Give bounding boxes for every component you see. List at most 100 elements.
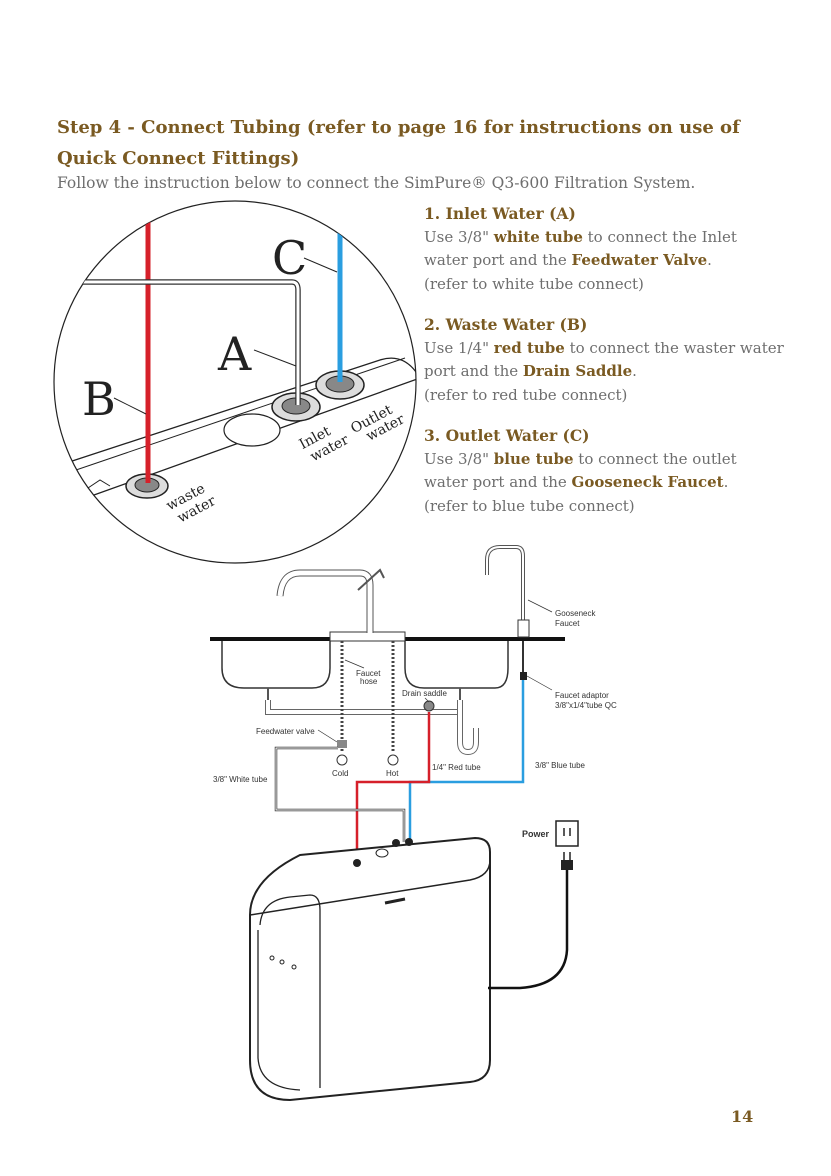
step-title: 2. Waste Water (B) [424,315,588,334]
filter-unit [249,836,491,1102]
sink-bowl-left [221,641,331,689]
cold-valve [336,754,348,766]
closeup-circle [53,200,417,564]
drain-saddle [423,700,435,712]
step-text: to connect the waster water port and the [424,338,784,381]
label-faucet-hose-2: hose [360,677,378,686]
intro-text: Follow the instruction below to connect … [57,174,696,192]
power-outlet [555,820,579,847]
steps-list: 1. Inlet Water (A) Use 3/8" white tube t… [424,202,784,535]
step-heading: Step 4 - Connect Tubing (refer to page 1… [57,112,757,174]
housing-top-edge [59,357,416,501]
plug-prongs [563,852,571,860]
heading-reference-cont: Quick Connect Fittings) [57,148,300,169]
step-body: Use 3/8" blue tube to connect the outlet… [424,448,784,495]
filter-front-panel [259,894,321,1088]
step-outlet: 3. Outlet Water (C) Use 3/8" blue tube t… [424,424,784,518]
step-text: Use 3/8" [424,227,494,246]
step-text: . [707,251,712,269]
step-body: Use 1/4" red tube to connect the waster … [424,337,784,384]
target-name: Gooseneck Faucet [571,473,724,491]
label-gooseneck: Gooseneck [555,609,596,618]
unit-inlet-port [392,839,400,847]
hot-valve [387,754,399,766]
power-cord [488,870,569,990]
tube-name: red tube [493,338,565,357]
label-white-tube: 3/8" White tube [213,775,268,784]
step-ref: (refer to blue tube connect) [424,496,635,515]
filter-handle [384,897,406,905]
center-cap [223,413,281,447]
step-text: to connect the Inlet water port and the [424,227,737,270]
step-text: Use 3/8" [424,449,494,468]
label-faucet-adaptor: Faucet adaptor [555,691,609,700]
red-tube-line [355,712,431,858]
gooseneck-faucet [485,545,525,620]
step-text: to connect the outlet water port and the [424,449,737,492]
leader-a [253,349,297,367]
leader-hose [344,659,365,669]
heading-reference: (refer to page 16 for instructions on us… [306,117,740,138]
sink-bowl-right [404,641,509,689]
white-tube [60,280,300,405]
p-trap-inner [458,700,478,755]
heading-step-title: Step 4 - Connect Tubing [57,117,301,138]
power-plug [561,860,573,870]
sink-diagram: Gooseneck Faucet Faucet hose Drain saddl… [210,545,617,1102]
step-waste: 2. Waste Water (B) Use 1/4" red tube to … [424,313,784,407]
kitchen-faucet [276,569,374,633]
blue-tube-line [408,680,525,842]
target-name: Feedwater Valve [571,251,708,269]
label-drain-saddle: Drain saddle [402,689,447,698]
letter-a: A [217,327,252,381]
p-trap [457,700,479,756]
gooseneck-faucet-body [486,546,524,620]
label-faucet-adaptor-2: 3/8"x1/4"tube QC [555,701,617,710]
label-cold: Cold [332,769,348,778]
leader-c [303,257,338,273]
feedwater-valve [337,740,347,748]
kitchen-faucet-body [277,570,373,633]
label-power: Power [522,829,550,839]
label-feedwater-valve: Feedwater valve [256,727,315,736]
label-red-tube: 1/4" Red tube [432,763,481,772]
step-ref: (refer to red tube connect) [424,385,628,404]
page-number: 14 [731,1107,754,1126]
label-hot: Hot [386,769,399,778]
indicator-light-3 [291,964,297,970]
step-text: Use 1/4" [424,338,494,357]
unit-outlet-port [405,838,413,846]
filter-front-panel-edge [257,930,301,1091]
indicator-light-2 [279,959,285,965]
leader-b [113,397,147,415]
faucet-handle [357,568,385,591]
step-ref: (refer to white tube connect) [424,274,644,293]
filter-top-edge [249,859,491,916]
label-faucet-hose: Faucet [356,669,381,678]
leader-gooseneck [527,599,553,613]
tube-name: blue tube [493,449,574,468]
step-title: 3. Outlet Water (C) [424,426,590,445]
leader-feedwater [317,729,338,743]
indicator-light-1 [269,955,275,961]
step-text: . [632,362,637,380]
letter-c: C [272,231,307,285]
step-text: . [723,473,729,491]
unit-center-cap [375,848,389,858]
sink-deck [329,631,406,642]
label-blue-tube: 3/8" Blue tube [535,761,586,770]
white-tube-line [275,747,405,842]
faucet-adaptor [520,672,527,680]
label-gooseneck-2: Faucet [555,619,580,628]
step-inlet: 1. Inlet Water (A) Use 3/8" white tube t… [424,202,784,296]
step-body: Use 3/8" white tube to connect the Inlet… [424,226,784,273]
step-title: 1. Inlet Water (A) [424,204,576,223]
letter-b: B [82,372,116,426]
leader-adaptor [526,675,553,691]
leader-saddle [424,697,430,703]
target-name: Drain Saddle [522,362,633,380]
drain-pipe [266,700,460,714]
gooseneck-base [517,619,530,638]
tube-name: white tube [493,227,583,246]
unit-waste-port [353,859,361,867]
